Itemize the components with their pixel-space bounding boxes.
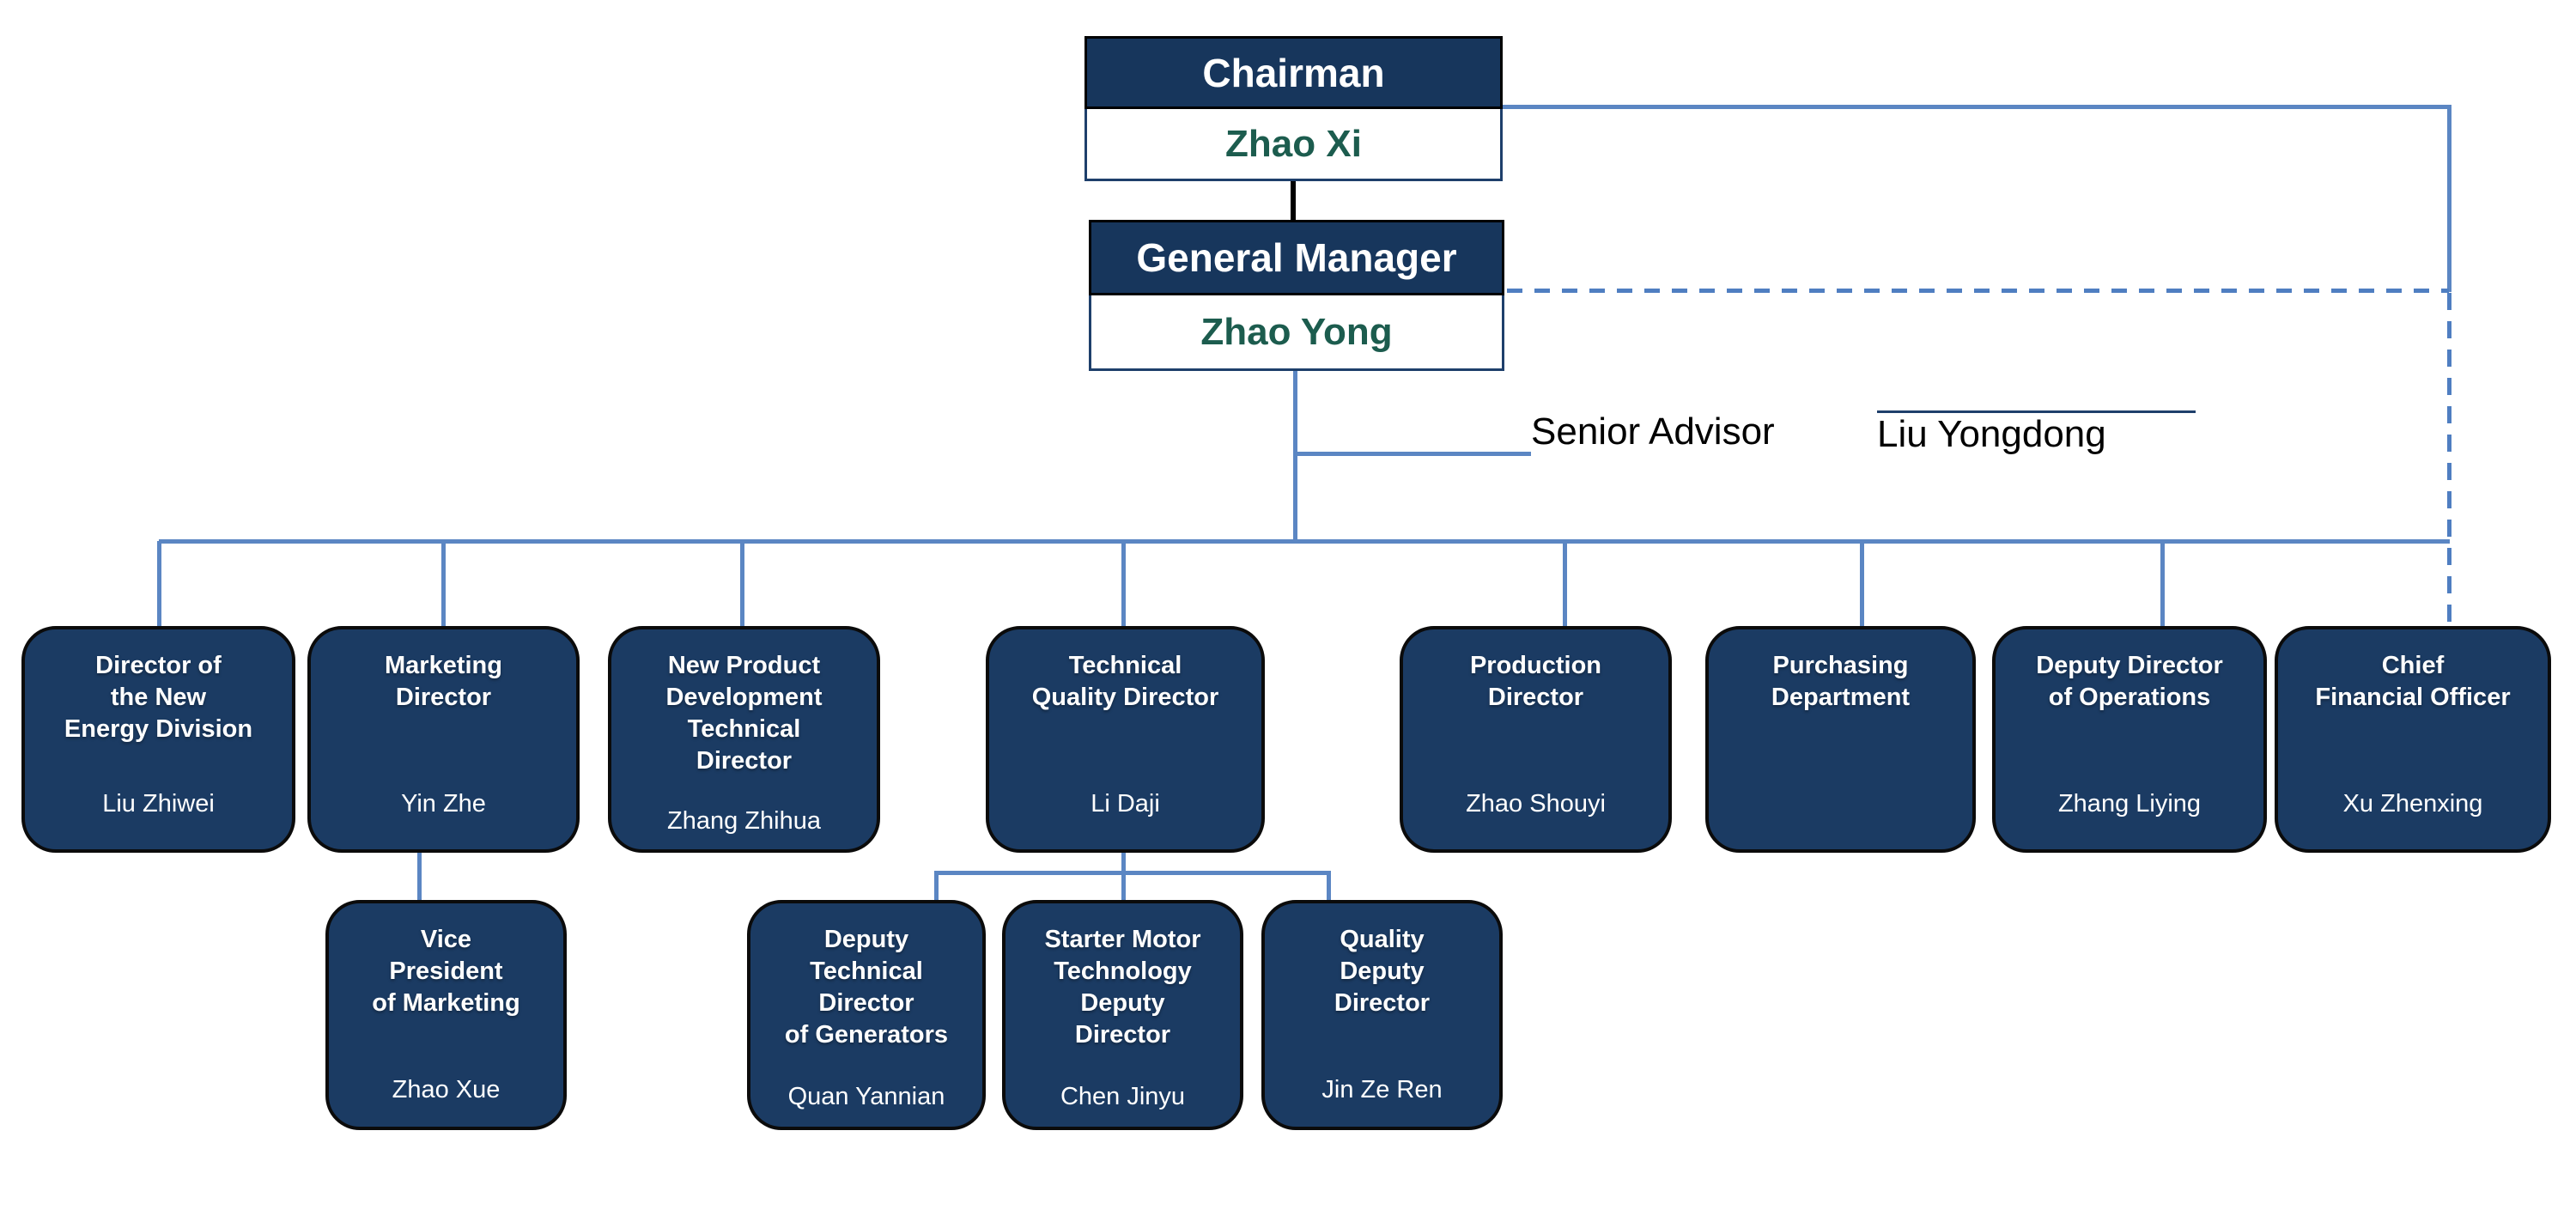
- box-title: Chief Financial Officer: [2315, 652, 2511, 712]
- box-name: Zhang Zhihua: [667, 807, 821, 835]
- connector-chairman-right: [1501, 105, 2451, 109]
- box-name: Quan Yannian: [787, 1083, 945, 1110]
- connector-drop-2: [441, 541, 446, 627]
- box-title: Production Director: [1469, 652, 1602, 712]
- box-name: Xu Zhenxing: [2342, 790, 2483, 818]
- connector-subdrop-2: [1121, 872, 1126, 902]
- box-title: Technical Quality Director: [1031, 652, 1219, 712]
- box-name: Zhao Xue: [392, 1076, 501, 1103]
- connector-gm-dashed: [1507, 289, 2449, 293]
- connector-tqd-bus: [934, 871, 1331, 875]
- box-title: Deputy Director of Operations: [2036, 652, 2223, 712]
- senior-advisor-name: Liu Yongdong: [1877, 410, 2196, 503]
- connector-right-vertical-solid: [2447, 105, 2451, 292]
- new-energy-director-box[interactable]: Director of the New Energy Division Liu …: [21, 626, 295, 853]
- box-title: Quality Deputy Director: [1334, 926, 1431, 1018]
- connector-drop-6: [1860, 541, 1864, 627]
- quality-deputy-director-box[interactable]: Quality Deputy Director Jin Ze Ren: [1261, 900, 1503, 1130]
- marketing-director-box[interactable]: Marketing Director Yin Zhe: [307, 626, 580, 853]
- vp-marketing-box[interactable]: Vice President of Marketing Zhao Xue: [325, 900, 567, 1130]
- general-manager-name: Zhao Yong: [1089, 295, 1504, 371]
- connector-drop-3: [740, 541, 744, 627]
- box-name: Liu Zhiwei: [102, 790, 215, 818]
- general-manager-title: General Manager: [1089, 220, 1504, 295]
- connector-gm-down: [1293, 369, 1297, 543]
- connector-drop-5: [1563, 541, 1567, 627]
- connector-drop-4: [1121, 541, 1126, 627]
- chief-financial-officer-box[interactable]: Chief Financial Officer Xu Zhenxing: [2275, 626, 2551, 853]
- box-title: Director of the New Energy Division: [64, 652, 253, 744]
- chairman-box[interactable]: Chairman Zhao Xi: [1084, 36, 1503, 181]
- technical-quality-director-box[interactable]: Technical Quality Director Li Daji: [986, 626, 1265, 853]
- starter-motor-deputy-director-box[interactable]: Starter Motor Technology Deputy Director…: [1002, 900, 1243, 1130]
- senior-advisor-title: Senior Advisor: [1531, 410, 1775, 453]
- general-manager-box[interactable]: General Manager Zhao Yong: [1089, 220, 1504, 371]
- box-name: Zhao Shouyi: [1466, 790, 1606, 818]
- box-title: Marketing Director: [385, 652, 502, 712]
- deputy-director-operations-box[interactable]: Deputy Director of Operations Zhang Liyi…: [1992, 626, 2267, 853]
- connector-subdrop-3: [1327, 872, 1331, 902]
- box-name: Chen Jinyu: [1060, 1083, 1186, 1110]
- box-name: Zhang Liying: [2057, 790, 2202, 818]
- box-name: Jin Ze Ren: [1321, 1076, 1443, 1103]
- senior-advisor-box[interactable]: Senior Advisor Liu Yongdong: [1531, 410, 2196, 501]
- box-name: Yin Zhe: [401, 790, 486, 818]
- connector-marketing-vp: [417, 851, 422, 900]
- box-title: Vice President of Marketing: [372, 926, 520, 1018]
- connector-subdrop-1: [934, 872, 939, 902]
- connector-tqd-down: [1121, 851, 1126, 875]
- connector-drop-7: [2160, 541, 2165, 627]
- box-title: New Product Development Technical Direct…: [665, 652, 823, 775]
- production-director-box[interactable]: Production Director Zhao Shouyi: [1400, 626, 1672, 853]
- deputy-technical-director-generators-box[interactable]: Deputy Technical Director of Generators …: [747, 900, 986, 1130]
- box-title: Purchasing Department: [1771, 652, 1911, 712]
- connector-senior-advisor-branch: [1295, 452, 1531, 456]
- connector-right-vertical-dashed: [2447, 293, 2451, 628]
- box-title: Starter Motor Technology Deputy Director: [1044, 926, 1201, 1049]
- connector-level2-bus: [159, 539, 2450, 544]
- chairman-title: Chairman: [1084, 36, 1503, 109]
- chairman-name: Zhao Xi: [1084, 109, 1503, 181]
- new-product-technical-director-box[interactable]: New Product Development Technical Direct…: [608, 626, 880, 853]
- connector-chairman-gm: [1291, 179, 1296, 222]
- connector-drop-1: [157, 541, 161, 627]
- purchasing-department-box[interactable]: Purchasing Department: [1705, 626, 1976, 853]
- box-title: Deputy Technical Director of Generators: [784, 926, 949, 1049]
- box-name: Li Daji: [1091, 790, 1160, 818]
